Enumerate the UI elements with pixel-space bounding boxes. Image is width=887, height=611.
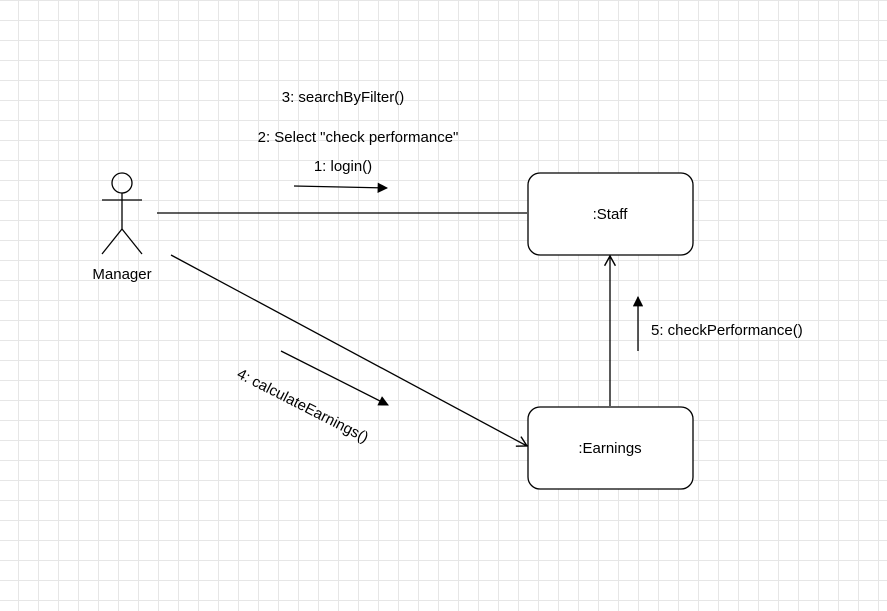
actor-left-leg [101,228,123,255]
message-1-label: 1: login() [314,158,372,175]
earnings-box [527,406,694,490]
staff-label: :Staff [593,206,629,223]
message-arrow-to-earnings [280,350,389,406]
message-5-label: 5: checkPerformance() [651,322,803,339]
message-2-label: 2: Select "check performance" [258,129,459,146]
staff-object[interactable]: :Staff [527,172,694,256]
message-arrow-to-staff [293,182,389,193]
staff-box [527,172,694,256]
actor-head [111,172,133,194]
link-manager-earnings[interactable] [170,254,529,447]
manager-actor[interactable]: Manager [92,172,152,283]
actor-right-leg [121,228,143,255]
earnings-object[interactable]: :Earnings [527,406,694,490]
earnings-label: :Earnings [578,440,641,457]
message-4-label: 4: calculateEarnings() [234,365,371,446]
message-3-label: 3: searchByFilter() [282,89,405,106]
actor-label: Manager [92,266,151,283]
